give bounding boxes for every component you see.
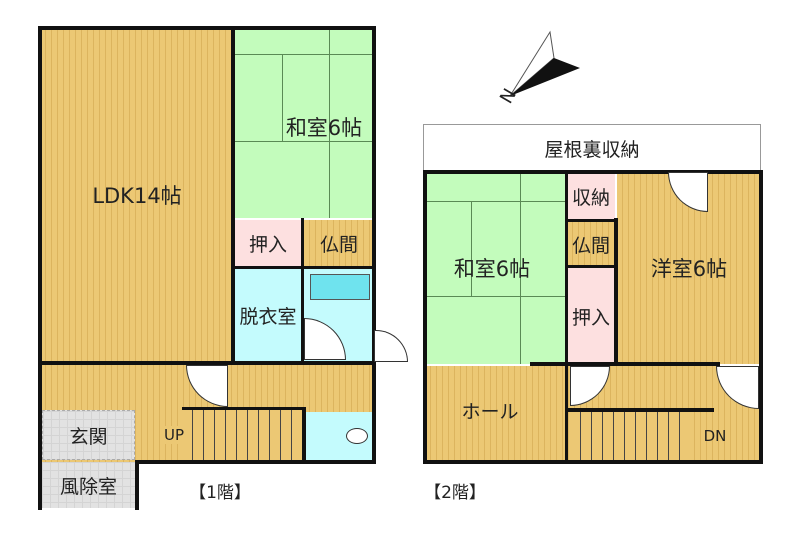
stairs-up-label: UP <box>162 426 187 444</box>
fujoshitsu: 風除室 <box>42 462 135 508</box>
attic-label: 屋根裏収納 <box>544 138 640 161</box>
compass-arrow-icon <box>509 30 580 97</box>
stairs-2f[interactable] <box>570 412 690 460</box>
oshiire-2f: 押入 <box>567 268 615 364</box>
butsuma-label-2f: 仏間 <box>571 234 610 257</box>
yoshitsu-label: 洋室6帖 <box>650 257 728 281</box>
datsuishitsu-label: 脱衣室 <box>239 305 297 328</box>
stairs-down-label: DN <box>703 427 727 445</box>
toilet-icon <box>346 428 368 444</box>
oshiire-label-1f: 押入 <box>248 233 287 256</box>
datsuishitsu: 脱衣室 <box>234 268 302 362</box>
stairs-1f[interactable]: UP <box>162 410 304 460</box>
genkan-label: 玄関 <box>69 425 108 448</box>
butsuma-2f: 仏間 <box>567 222 615 266</box>
shuno-2f: 収納 <box>567 172 615 220</box>
toilet <box>306 412 374 460</box>
door-swing[interactable] <box>374 330 408 362</box>
oshiire-label-2f: 押入 <box>571 306 610 329</box>
door-swing[interactable] <box>570 366 610 406</box>
door-swing[interactable] <box>668 172 708 212</box>
washitsu-label-1f: 和室6帖 <box>285 116 363 140</box>
ldk-room: LDK14帖 <box>40 28 234 362</box>
shuno-label: 収納 <box>571 186 610 209</box>
fujoshitsu-label: 風除室 <box>59 475 117 498</box>
washitsu-room-1f: 和室6帖 <box>234 28 374 218</box>
butsuma-label-1f: 仏間 <box>319 233 358 256</box>
genkan: 玄関 <box>42 410 135 460</box>
floor2-title: 【2階】 <box>424 482 486 503</box>
washitsu-label-2f: 和室6帖 <box>453 257 531 281</box>
bathtub-icon <box>310 274 370 300</box>
floor1-title: 【1階】 <box>189 482 251 503</box>
attic-storage: 屋根裏収納 <box>423 124 761 172</box>
hall-label: ホール <box>461 400 519 423</box>
butsuma-1f: 仏間 <box>304 220 374 266</box>
washitsu-room-2f: 和室6帖 <box>425 172 567 364</box>
ldk-label: LDK14帖 <box>92 184 182 208</box>
oshiire-1f: 押入 <box>234 220 302 266</box>
